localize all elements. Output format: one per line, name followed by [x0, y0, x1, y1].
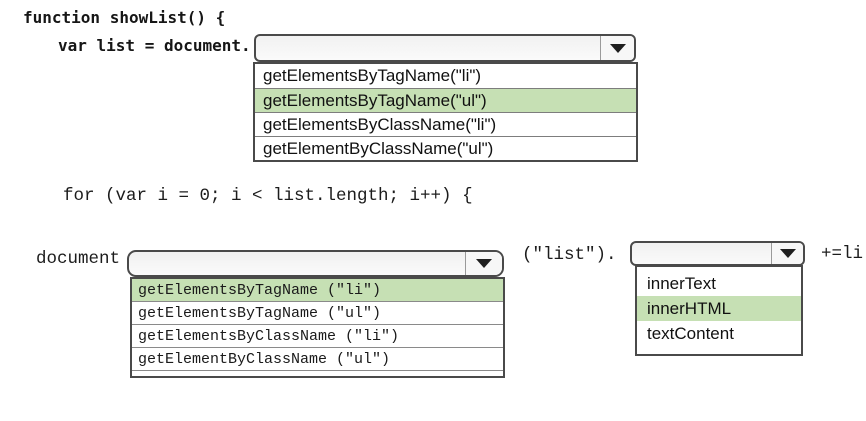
dropdown2-combobox[interactable]: [127, 250, 504, 277]
chevron-down-icon: [476, 259, 492, 268]
code-line-var-list: var list = document.: [58, 36, 251, 55]
chevron-down-icon: [779, 249, 796, 258]
dropdown2-selected-value: [135, 252, 466, 275]
dropdown-option-selected[interactable]: innerHTML: [637, 296, 801, 321]
dropdown1-selected-value: [262, 36, 598, 60]
dropdown-option-selected[interactable]: getElementsByTagName("ul"): [255, 88, 636, 112]
dropdown1-combobox[interactable]: [254, 34, 636, 62]
code-line-function: function showList() {: [23, 8, 226, 27]
dropdown3-arrow-button[interactable]: [771, 243, 803, 264]
code-line-for-loop: for (var i = 0; i < list.length; i++) {: [63, 186, 473, 206]
dropdown-option[interactable]: getElementByClassName("ul"): [255, 136, 636, 160]
dropdown-option[interactable]: getElementsByClassName ("li"): [132, 325, 503, 348]
code-label-document: document: [36, 249, 121, 269]
dropdown1-option-list: getElementsByTagName("li") getElementsBy…: [253, 62, 638, 162]
chevron-down-icon: [609, 43, 626, 53]
code-label-append-suffix: +=li: [821, 244, 864, 264]
dropdown2-option-list: getElementsByTagName ("li") getElementsB…: [130, 277, 505, 378]
dropdown-option[interactable]: getElementsByTagName("li"): [263, 66, 482, 85]
dropdown1-arrow-button[interactable]: [600, 36, 634, 60]
dropdown-option[interactable]: getElementsByTagName ("ul"): [132, 302, 503, 325]
dropdown-option[interactable]: textContent: [647, 324, 734, 343]
dropdown2-arrow-button[interactable]: [465, 252, 502, 275]
dropdown-option[interactable]: getElementsByClassName("li"): [255, 112, 636, 136]
dropdown-option[interactable]: getElementByClassName ("ul"): [132, 348, 503, 371]
dropdown-option-selected[interactable]: getElementsByTagName ("li"): [132, 279, 503, 302]
dropdown3-option-list: innerText innerHTML textContent: [635, 265, 803, 356]
dropdown-option[interactable]: innerText: [647, 274, 716, 293]
dropdown3-combobox[interactable]: [630, 241, 805, 266]
dropdown3-selected-value: [638, 243, 767, 264]
code-label-list-call: ("list").: [522, 245, 617, 265]
